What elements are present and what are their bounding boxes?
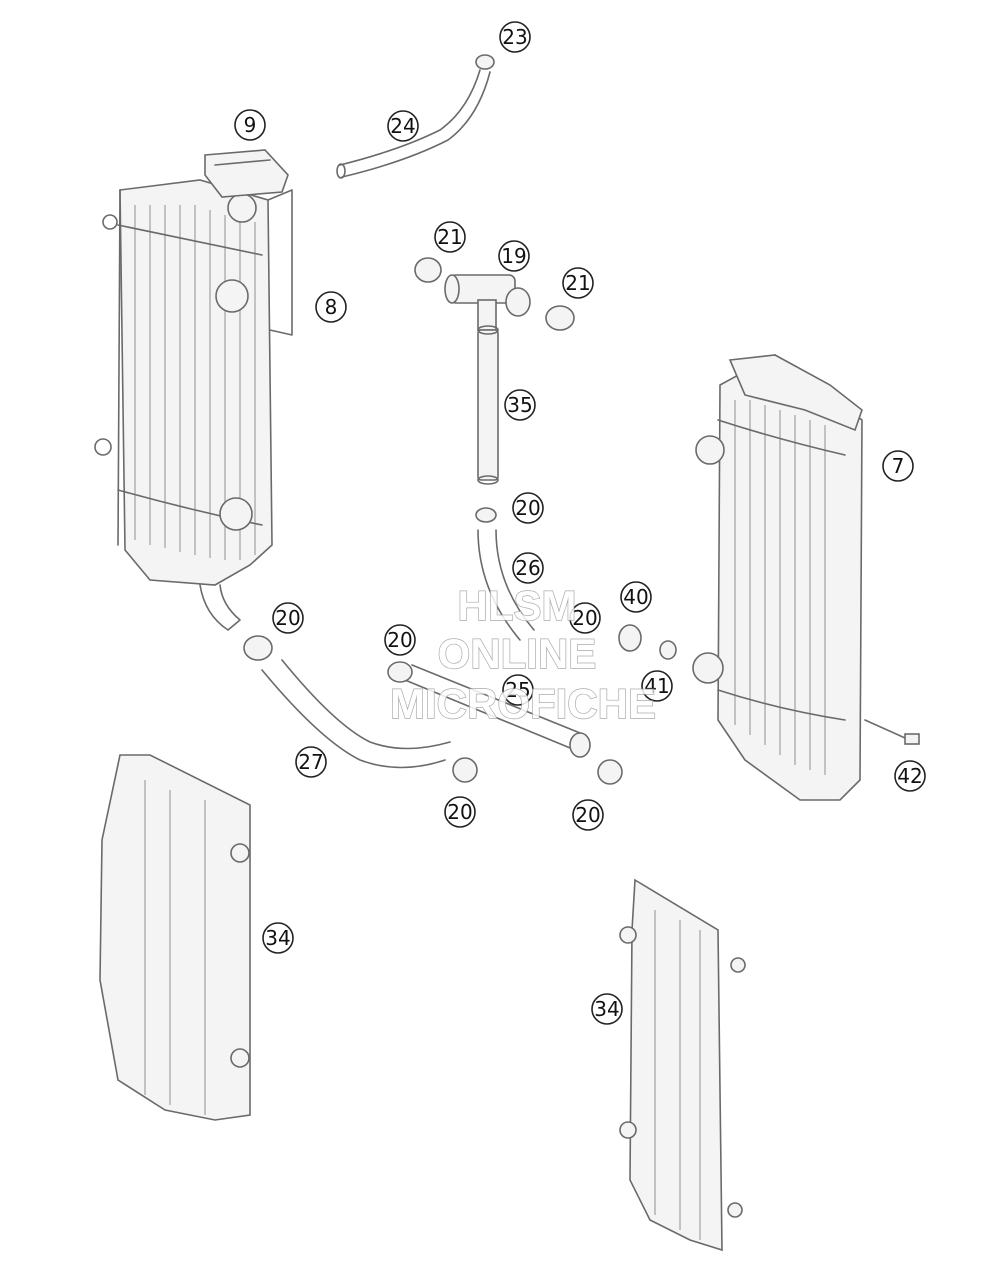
callout-label: 26 (515, 556, 540, 580)
callout-7: 7 (882, 450, 914, 482)
coolant-pipe (477, 325, 499, 485)
callout-label: 20 (275, 606, 300, 630)
callout-34-right: 34 (591, 993, 623, 1025)
callout-42: 42 (894, 760, 926, 792)
callout-label: 8 (325, 295, 338, 319)
hose-clamp-23 (475, 54, 495, 70)
callout-label: 20 (447, 800, 472, 824)
callout-41: 41 (641, 670, 673, 702)
callout-label: 23 (502, 25, 527, 49)
callout-label: 21 (437, 225, 462, 249)
callout-label: 34 (594, 997, 619, 1021)
watermark-line-1: HLSM (458, 582, 577, 629)
callout-label: 9 (244, 113, 257, 137)
right-radiator (692, 354, 863, 801)
radiator-guard-right (619, 878, 746, 1252)
callout-label: 20 (575, 803, 600, 827)
hose-25 (387, 661, 623, 785)
callout-21-left: 21 (434, 221, 466, 253)
hose-26 (475, 507, 535, 641)
callout-label: 24 (390, 114, 415, 138)
left-radiator (94, 179, 293, 631)
overflow-hose (336, 69, 491, 179)
rubber-grommet-40 (618, 624, 642, 652)
callout-label: 42 (897, 764, 922, 788)
callout-23: 23 (499, 21, 531, 53)
callout-label: 40 (623, 585, 648, 609)
callout-label: 27 (298, 750, 323, 774)
callout-label: 7 (892, 454, 905, 478)
callout-20-lower-right: 20 (572, 799, 604, 831)
radiator-cap (204, 149, 289, 198)
callout-27: 27 (295, 746, 327, 778)
callout-24: 24 (387, 110, 419, 142)
callout-label: 34 (265, 926, 290, 950)
screw-42 (864, 719, 920, 745)
hose-clamp-21-right (545, 305, 575, 331)
callout-20-left-hose: 20 (272, 602, 304, 634)
callout-label: 20 (387, 628, 412, 652)
callout-19: 19 (498, 240, 530, 272)
watermark-line-3: MICROFICHE (390, 680, 656, 727)
callout-label: 21 (565, 271, 590, 295)
callout-35: 35 (504, 389, 536, 421)
t-fitting (444, 274, 531, 331)
callout-8: 8 (315, 291, 347, 323)
watermark: HLSM ONLINE MICROFICHE (389, 581, 656, 727)
callout-label: 41 (644, 674, 669, 698)
callout-label: 20 (572, 606, 597, 630)
callout-21-right: 21 (562, 267, 594, 299)
callout-25: 25 (502, 674, 534, 706)
callout-26: 26 (512, 552, 544, 584)
callout-label: 19 (501, 244, 526, 268)
bushing-41 (659, 640, 677, 660)
callout-20-center: 20 (569, 602, 601, 634)
callout-34-left: 34 (262, 922, 294, 954)
callout-20-upper: 20 (512, 492, 544, 524)
hose-clamp-21-left (414, 257, 442, 283)
callout-40: 40 (620, 581, 652, 613)
watermark-line-2: ONLINE (438, 630, 597, 677)
callout-20-lower-left: 20 (444, 796, 476, 828)
callout-label: 35 (507, 393, 532, 417)
callout-20-hose-25-start: 20 (384, 624, 416, 656)
radiator-guard-left (99, 754, 251, 1121)
callout-9: 9 (234, 109, 266, 141)
hose-27 (243, 635, 478, 783)
callout-label: 20 (515, 496, 540, 520)
callout-label: 25 (505, 678, 530, 702)
